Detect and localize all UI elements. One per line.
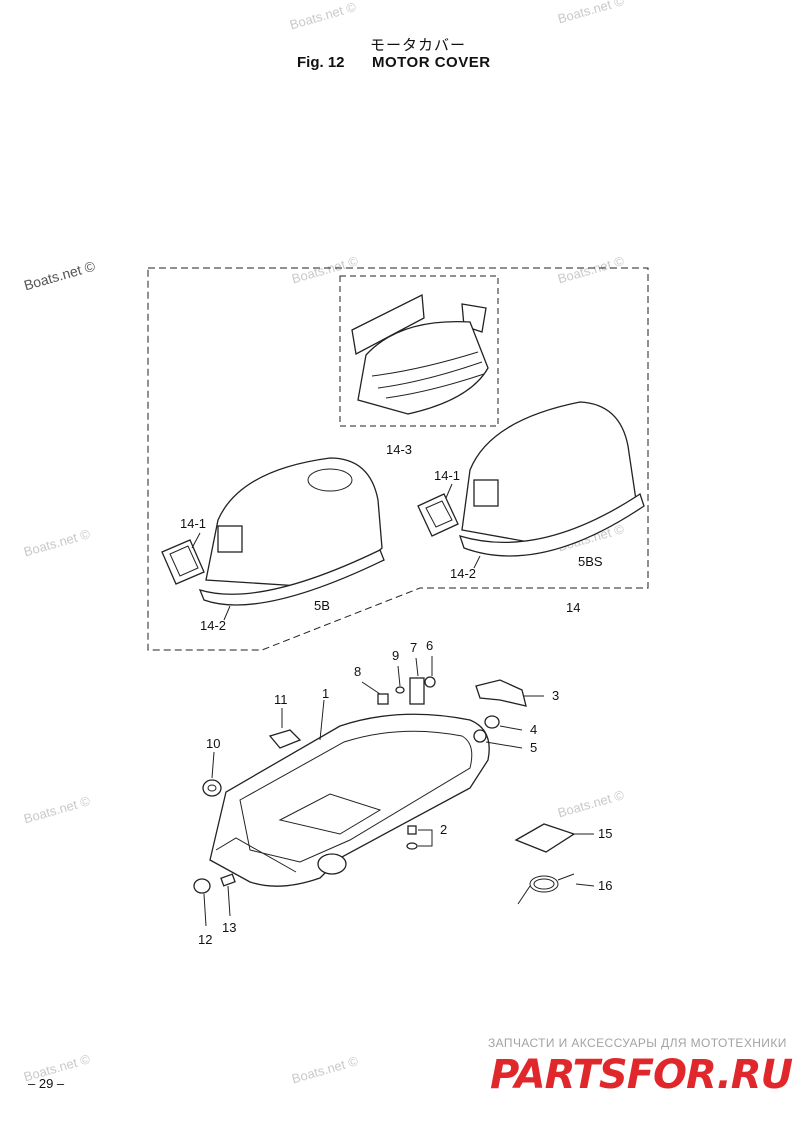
callout-14-1-right: 14-1 — [434, 468, 460, 483]
decal-boundary — [339, 275, 499, 427]
bottom-cover: 1 — [209, 686, 490, 887]
bolt-2: 2 — [406, 822, 447, 850]
plate-15: 15 — [514, 823, 612, 853]
cover-5b: 14-1 14-2 5B — [161, 457, 385, 633]
lever-3: 3 — [475, 679, 559, 707]
cover-hole — [307, 468, 353, 492]
callout-10: 10 — [206, 736, 220, 751]
callout-1: 1 — [322, 686, 329, 701]
bushing-5: 5 — [473, 729, 537, 755]
callout-15: 15 — [598, 826, 612, 841]
callout-5bs: 5BS — [578, 554, 603, 569]
clip-13: 13 — [220, 873, 236, 935]
seal-11: 11 — [268, 692, 302, 749]
cable-16: 16 — [517, 873, 612, 905]
brand-tagline: ЗАПЧАСТИ И АКСЕССУАРЫ ДЛЯ МОТОТЕХНИКИ — [488, 1036, 787, 1050]
callout-14-1-left: 14-1 — [180, 516, 206, 531]
callout-16: 16 — [598, 878, 612, 893]
callout-13: 13 — [222, 920, 236, 935]
callout-14: 14 — [566, 600, 580, 615]
callout-5b: 5B — [314, 598, 330, 613]
callout-2: 2 — [440, 822, 447, 837]
callout-14-3: 14-3 — [386, 442, 412, 457]
callout-14-2-right: 14-2 — [450, 566, 476, 581]
figure-title: MOTOR COVER — [372, 54, 491, 71]
grommet-10: 10 — [202, 736, 222, 797]
plug-12: 12 — [193, 878, 212, 947]
handle-14-1-left — [161, 539, 205, 585]
kit-boundary — [147, 267, 649, 651]
callout-9: 9 — [392, 648, 399, 663]
title-japanese: モータカバー — [370, 37, 467, 54]
callout-11: 11 — [274, 692, 288, 707]
callout-6: 6 — [426, 638, 433, 653]
callout-12: 12 — [198, 932, 212, 947]
callout-8: 8 — [354, 664, 361, 679]
decal-set: 14-3 — [351, 293, 489, 457]
cover-5bs: 14-1 14-2 5BS — [417, 401, 645, 581]
page-number: – 29 – — [28, 1076, 65, 1091]
callout-7: 7 — [410, 640, 417, 655]
bushing-4: 4 — [484, 715, 537, 737]
handle-14-1-right — [417, 493, 459, 537]
brand-logo: PARTSFOR.RU — [490, 1052, 793, 1098]
figure-number: Fig. 12 — [297, 54, 345, 71]
callout-4: 4 — [530, 722, 537, 737]
callout-5: 5 — [530, 740, 537, 755]
callout-3: 3 — [552, 688, 559, 703]
callout-14-2-left: 14-2 — [200, 618, 226, 633]
hook-assembly: 6 7 9 8 — [354, 638, 436, 705]
